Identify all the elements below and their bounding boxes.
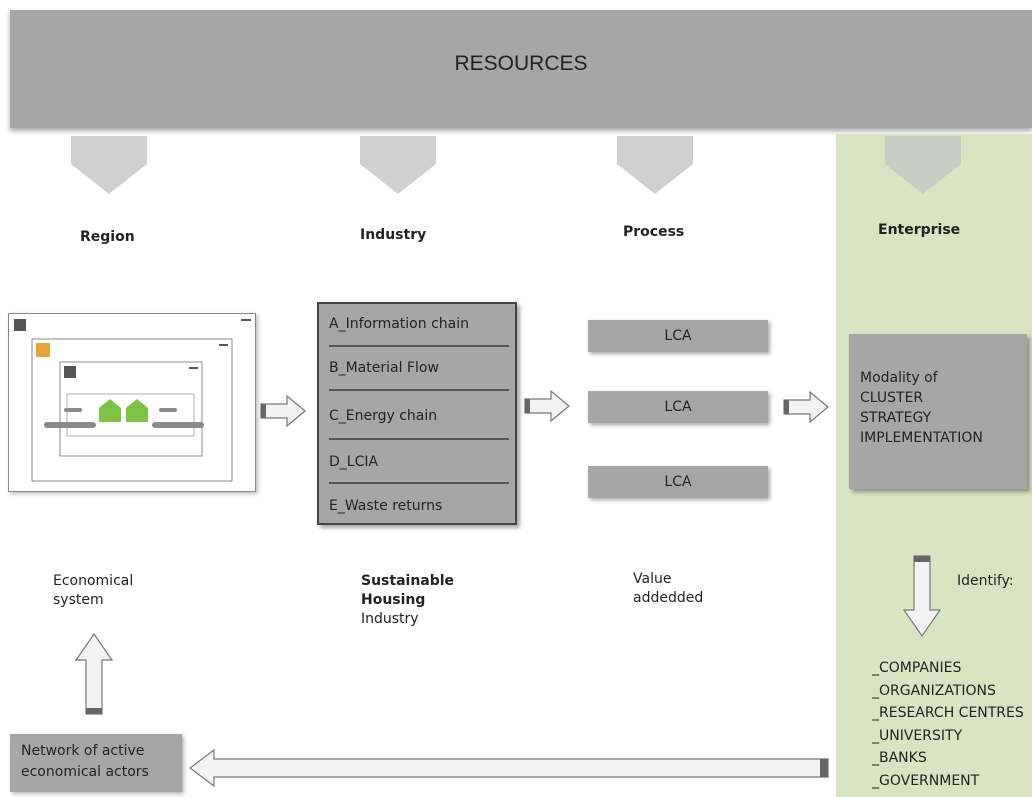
actor-item: _UNIVERSITY xyxy=(872,727,963,744)
modality-line: Modality of xyxy=(860,370,938,386)
actors-list: _COMPANIES _ORGANIZATIONS _RESEARCH CENT… xyxy=(872,657,1032,792)
level-enterprise: Enterprise xyxy=(878,222,961,238)
industry-chain-item: B_Material Flow xyxy=(329,360,439,376)
arrow-right-icon xyxy=(524,389,570,423)
network-line: Network of active xyxy=(21,743,145,759)
caption-line: addedded xyxy=(633,590,704,606)
industry-caption: Sustainable Housing Industry xyxy=(361,572,454,629)
actor-item: _BANKS xyxy=(872,750,927,766)
level-process: Process xyxy=(623,224,685,240)
divider xyxy=(329,438,509,440)
region-caption: Economical system xyxy=(53,572,133,610)
arrow-right-icon xyxy=(260,394,306,428)
region-cluster-diagram xyxy=(8,313,256,492)
industry-chevron-down-icon xyxy=(360,136,436,194)
resources-banner xyxy=(10,10,1032,128)
modality-box: Modality of CLUSTER STRATEGY IMPLEMENTAT… xyxy=(849,334,1027,489)
level-industry: Industry xyxy=(360,227,427,243)
process-caption: Value addedded xyxy=(633,570,703,608)
arrow-down-icon xyxy=(902,555,942,638)
identify-label: Identify: xyxy=(957,573,1014,589)
actor-item: _ORGANIZATIONS xyxy=(872,682,996,699)
industry-chain-item: D_LCIA xyxy=(329,454,379,470)
industry-chain-box: A_Information chain B_Material Flow C_En… xyxy=(317,302,517,525)
actor-item: _GOVERNMENT xyxy=(872,772,980,789)
caption-line: Housing xyxy=(361,592,426,608)
industry-chain-item: A_Information chain xyxy=(329,316,469,332)
modality-line: STRATEGY xyxy=(860,410,932,426)
process-chevron-down-icon xyxy=(617,136,693,194)
region-chevron-down-icon xyxy=(71,136,147,194)
caption-line: Value xyxy=(633,571,672,587)
enterprise-chevron-down-icon xyxy=(885,136,961,194)
arrow-left-icon xyxy=(189,748,829,788)
arrow-up-icon xyxy=(74,632,114,715)
caption-line: system xyxy=(53,592,104,608)
caption-line: Economical xyxy=(53,573,134,589)
resources-title: RESOURCES xyxy=(454,52,588,75)
lca-box: LCA xyxy=(588,391,768,423)
lca-box: LCA xyxy=(588,320,768,352)
divider xyxy=(329,482,509,484)
arrow-right-icon xyxy=(783,390,829,424)
lca-box: LCA xyxy=(588,466,768,498)
level-region: Region xyxy=(80,229,135,245)
caption-line: Sustainable xyxy=(361,573,455,589)
divider xyxy=(329,345,509,347)
industry-chain-item: C_Energy chain xyxy=(329,408,438,424)
actor-item: _COMPANIES xyxy=(872,660,962,676)
modality-line: IMPLEMENTATION xyxy=(860,430,983,446)
network-box: Network of active economical actors xyxy=(10,734,182,792)
industry-chain-item: E_Waste returns xyxy=(329,498,443,514)
divider xyxy=(329,389,509,391)
modality-line: CLUSTER xyxy=(860,390,924,406)
caption-line: Industry xyxy=(361,611,419,627)
network-line: economical actors xyxy=(21,764,149,780)
actor-item: _RESEARCH CENTRES xyxy=(872,705,1024,721)
